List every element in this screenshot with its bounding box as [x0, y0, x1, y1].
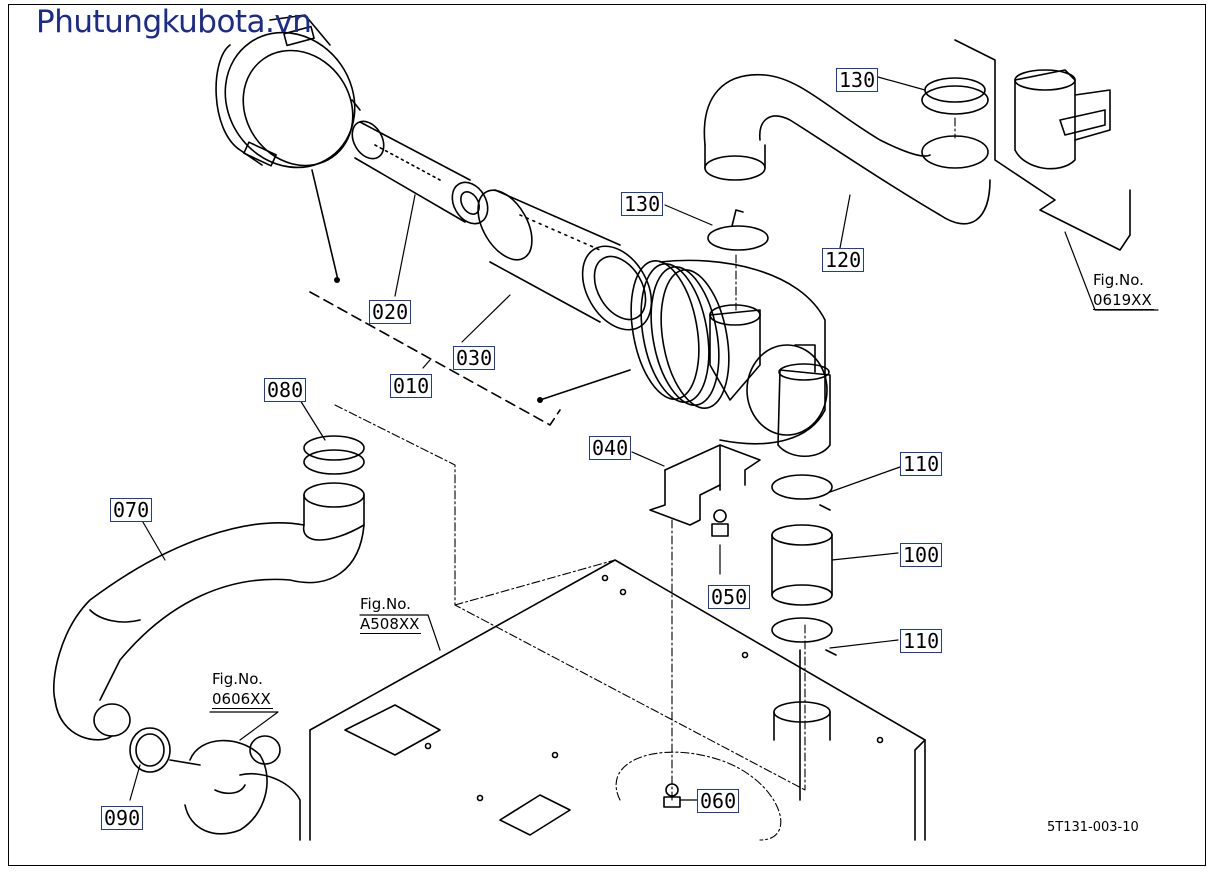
callout-080[interactable]: 080: [264, 378, 307, 402]
outer-filter-element: [477, 189, 653, 331]
fig-ref-label: Fig.No.: [360, 595, 411, 613]
fig-ref-label: Fig.No.: [1093, 271, 1144, 289]
fig-ref-a508[interactable]: Fig.No. A508XX: [360, 594, 422, 634]
callout-130-top[interactable]: 130: [836, 68, 879, 92]
callout-110-bottom[interactable]: 110: [900, 629, 943, 653]
stay-040: [649, 444, 761, 537]
turbo-0606: [129, 727, 301, 841]
callout-090[interactable]: 090: [101, 806, 144, 830]
callout-040[interactable]: 040: [589, 436, 632, 460]
drawing-frame: [8, 4, 1206, 866]
callout-110-top[interactable]: 110: [900, 452, 943, 476]
lower-clamps-and-hose: [771, 474, 837, 801]
fig-ref-number: A508XX: [360, 615, 422, 634]
callout-030[interactable]: 030: [453, 346, 496, 370]
inner-filter-element: [351, 120, 489, 225]
callout-050[interactable]: 050: [708, 585, 751, 609]
leader-lines: [129, 76, 1159, 801]
fig-ref-number: 0619XX: [1093, 291, 1154, 310]
callout-070[interactable]: 070: [110, 498, 153, 522]
air-cleaner-body: [630, 259, 831, 457]
group-outline-010: [309, 169, 631, 426]
callout-100[interactable]: 100: [900, 543, 943, 567]
bolt-060: [663, 783, 681, 808]
callout-060[interactable]: 060: [697, 789, 740, 813]
fig-ref-0606[interactable]: Fig.No. 0606XX: [212, 669, 273, 709]
watermark: Phutungkubota.vn: [36, 4, 312, 40]
air-cleaner-cap: [215, 14, 361, 169]
fig-ref-number: 0606XX: [212, 690, 273, 709]
upper-hose-120: [703, 73, 991, 225]
callout-010[interactable]: 010: [390, 374, 433, 398]
reference-lines: [334, 117, 956, 841]
intake-hose-070: [52, 435, 365, 741]
drawing-code: 5T131-003-10: [1047, 820, 1139, 835]
callout-120[interactable]: 120: [822, 248, 865, 272]
fig-ref-0619[interactable]: Fig.No. 0619XX: [1093, 270, 1154, 310]
support-bracket-0619: [954, 39, 1131, 251]
callout-130-mid[interactable]: 130: [621, 192, 664, 216]
callout-020[interactable]: 020: [369, 300, 412, 324]
hood-panel-a508: [309, 559, 926, 841]
fig-ref-label: Fig.No.: [212, 670, 263, 688]
